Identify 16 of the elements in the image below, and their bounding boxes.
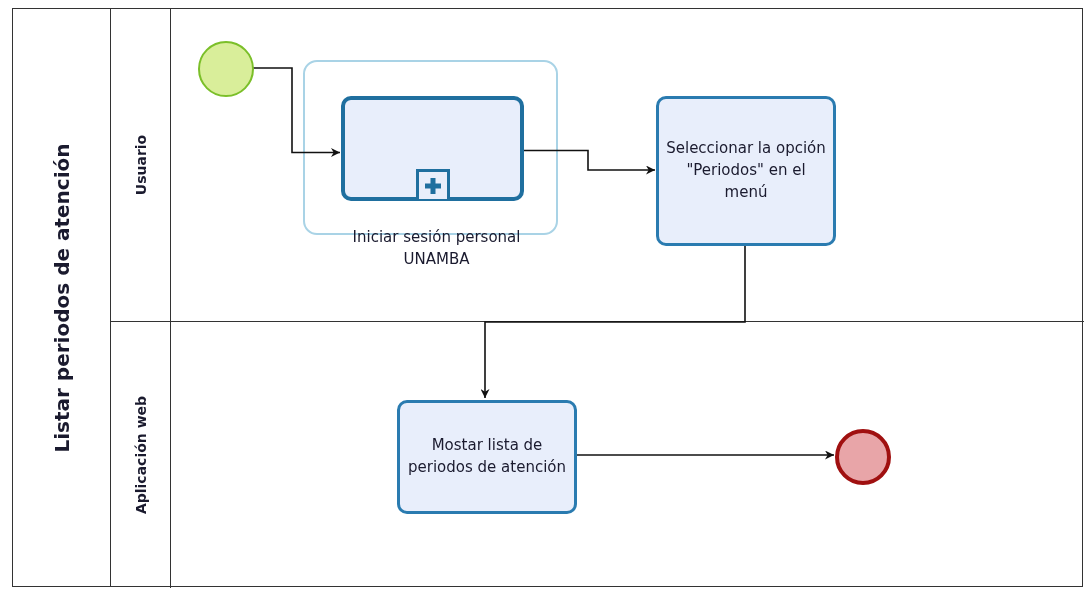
sequence-flow-arrow xyxy=(480,244,746,399)
task-box xyxy=(656,96,836,246)
subprocess-label: Iniciar sesión personal UNAMBA xyxy=(351,227,522,270)
task-label: Mostar lista de periodos de atención xyxy=(407,435,567,478)
sequence-flow-arrow xyxy=(252,67,341,157)
pool xyxy=(12,8,1083,587)
task-box xyxy=(397,400,577,514)
pool-title: Listar periodos de atención xyxy=(49,143,74,452)
sequence-flow-arrow xyxy=(575,450,835,460)
end-event-circle xyxy=(835,429,891,485)
lane-title: Usuario xyxy=(132,134,149,196)
task-label: Seleccionar la opción "Periodos" en el menú xyxy=(665,138,827,203)
sequence-flow-arrow xyxy=(522,149,656,175)
lane-title: Aplicación web xyxy=(132,395,149,515)
swimlane xyxy=(111,321,1084,588)
start-event-circle xyxy=(198,41,254,97)
